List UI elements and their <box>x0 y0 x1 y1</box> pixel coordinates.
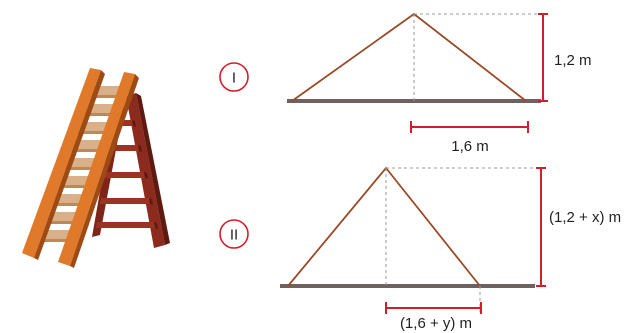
ladder-back-crossbars-shade <box>132 120 158 229</box>
case-1-half-base-label: 1,6 m <box>451 138 489 155</box>
ladder-illustration <box>22 68 170 268</box>
case-2-triangle <box>287 166 481 287</box>
ladder-front-left-rail <box>22 68 101 258</box>
case-2-half-base-measure <box>385 302 482 314</box>
case-2-roman-label: II <box>230 227 238 244</box>
case-1-triangle <box>291 12 527 102</box>
case-1-diagram: I 1,2 m 1,6 m <box>219 12 592 155</box>
ladder-front-right-rail <box>58 72 135 266</box>
case-2-diagram: II (1,2 + x) m (1,6 + y) m <box>219 166 621 332</box>
case-1-half-base-measure <box>410 121 529 133</box>
case-2-height-measure <box>536 167 546 287</box>
case-1-roman-circle <box>219 62 249 92</box>
ladder-back-leg-right-shade <box>136 93 170 245</box>
ladder-back-crossbars <box>96 120 155 228</box>
ladder-front-right-rail-side <box>70 74 139 268</box>
case-1-roman-label: I <box>232 70 236 87</box>
case-1-height-label: 1,2 m <box>554 52 592 69</box>
ladder-front-left-rail-side <box>34 70 105 260</box>
case-2-half-base-label: (1,6 + y) m <box>400 315 472 332</box>
case-1-height-measure <box>538 13 548 102</box>
case-2-height-label: (1,2 + x) m <box>549 209 621 226</box>
ladder-back-leg-right <box>126 93 165 248</box>
case-2-roman-circle <box>219 219 249 249</box>
